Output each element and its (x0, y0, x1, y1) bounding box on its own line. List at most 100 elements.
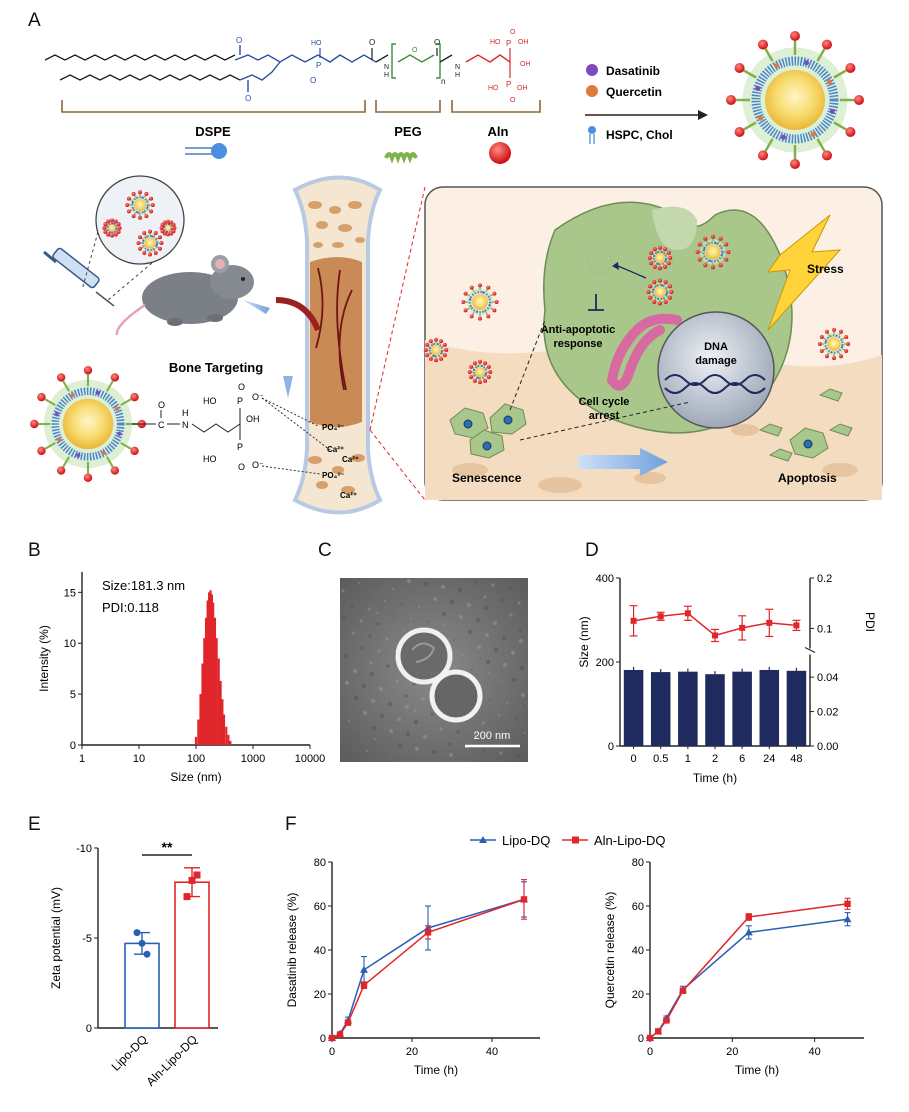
tem-grain (519, 665, 525, 671)
aln-ligand (472, 361, 477, 366)
svg-text:OH: OH (520, 61, 531, 68)
tem-grain (490, 736, 494, 740)
x-tick-label: 1 (685, 753, 691, 765)
drug-molecule (155, 244, 158, 247)
tem-grain (517, 601, 521, 605)
drug-molecule (481, 291, 484, 294)
axis-break (806, 648, 814, 655)
drug-molecule (168, 223, 171, 226)
aln-ligand (658, 245, 662, 250)
aln-ligand (106, 232, 111, 237)
peg-chain (62, 456, 71, 468)
tem-grain (404, 704, 410, 710)
aln-ligand (652, 264, 657, 269)
svg-text:O: O (238, 462, 245, 472)
svg-text:O: O (510, 97, 516, 104)
tem-grain (376, 612, 378, 614)
aln-ligand (832, 327, 836, 332)
y-tick-label: -5 (82, 933, 92, 945)
peg-chain (743, 69, 757, 79)
drug-molecule (440, 346, 443, 349)
aln-ligand (157, 235, 162, 240)
liposome-core (475, 367, 485, 377)
tem-grain (377, 649, 381, 653)
aln-ligand (30, 419, 39, 429)
aln-ligand (131, 214, 136, 219)
aln-ligand (666, 250, 671, 255)
aln-ligand (663, 247, 668, 252)
aln-ligand (102, 226, 107, 230)
drug-molecule (665, 293, 668, 296)
drug-molecule (151, 235, 154, 238)
tem-grain (475, 617, 481, 623)
tem-grain (449, 599, 455, 605)
tem-grain (350, 604, 354, 608)
svg-text:P: P (237, 396, 243, 406)
aln-ligand (790, 159, 800, 169)
tem-grain (467, 629, 473, 635)
aln-ligand (126, 196, 131, 201)
x-tick-label: 10 (133, 753, 145, 765)
tem-grain (375, 585, 377, 587)
aln-ligand (103, 229, 108, 234)
drug-molecule (113, 231, 116, 234)
drug-molecule (170, 228, 173, 231)
panel-label-a: A (28, 10, 41, 31)
drug-molecule (474, 292, 477, 295)
aln-ligand (103, 222, 108, 227)
tem-grain (508, 586, 512, 590)
bar (174, 881, 210, 1029)
data-point (328, 1034, 336, 1042)
data-point (745, 913, 752, 921)
tem-grain (516, 754, 520, 758)
liposome-core (765, 70, 825, 130)
drug-molecule (168, 230, 171, 233)
tem-grain (456, 730, 460, 734)
dspe-icon (185, 143, 227, 159)
aln-ligand (492, 308, 497, 313)
svg-text:O: O (434, 38, 440, 47)
y-tick-label: 0 (70, 740, 76, 752)
aln-ligand (726, 250, 731, 254)
aln-ligand (658, 301, 662, 306)
tem-grain (405, 731, 411, 737)
drug-molecule (108, 222, 111, 225)
size-bar (623, 669, 644, 746)
aln-ligand (425, 353, 430, 358)
tem-grain (489, 699, 491, 701)
x-tick-label: Lipo-DQ (109, 1032, 150, 1073)
svg-text:Quercetin: Quercetin (606, 85, 662, 99)
aln-ligand (467, 370, 472, 374)
svg-text:O⁻: O⁻ (252, 460, 264, 470)
x-tick-label: Aln-Lipo-DQ (144, 1032, 201, 1089)
tem-grain (471, 669, 473, 671)
aln-ligand (83, 473, 93, 482)
aln-ligand (711, 265, 715, 270)
drug-molecule (469, 298, 472, 301)
tem-grain (401, 603, 403, 605)
tem-grain (358, 582, 360, 584)
data-point (843, 915, 852, 923)
drug-molecule (437, 354, 440, 357)
label-cell-cycle-arrest: Cell cycle (579, 396, 630, 408)
y-tick-label-right: 0.04 (817, 672, 838, 684)
bar (199, 694, 202, 745)
aln-ligand (153, 231, 158, 236)
tem-grain (510, 650, 516, 656)
aln-ligand (649, 261, 654, 266)
tem-grain (466, 602, 472, 608)
drug-molecule (665, 287, 668, 290)
tem-grain (383, 753, 385, 755)
drug-molecule (155, 238, 158, 241)
drug-molecule (476, 310, 479, 313)
svg-text:H: H (182, 408, 189, 418)
bone-illustration (275, 175, 383, 515)
aln-ligand (478, 380, 482, 385)
aln-ligand (652, 299, 657, 304)
aln-ligand (494, 300, 499, 304)
tem-grain (386, 664, 390, 668)
svg-text:HSPC, Chol: HSPC, Chol (606, 128, 673, 142)
drug-molecule (656, 297, 659, 300)
aln-ligand (652, 280, 657, 285)
svg-text:OH: OH (246, 414, 260, 424)
